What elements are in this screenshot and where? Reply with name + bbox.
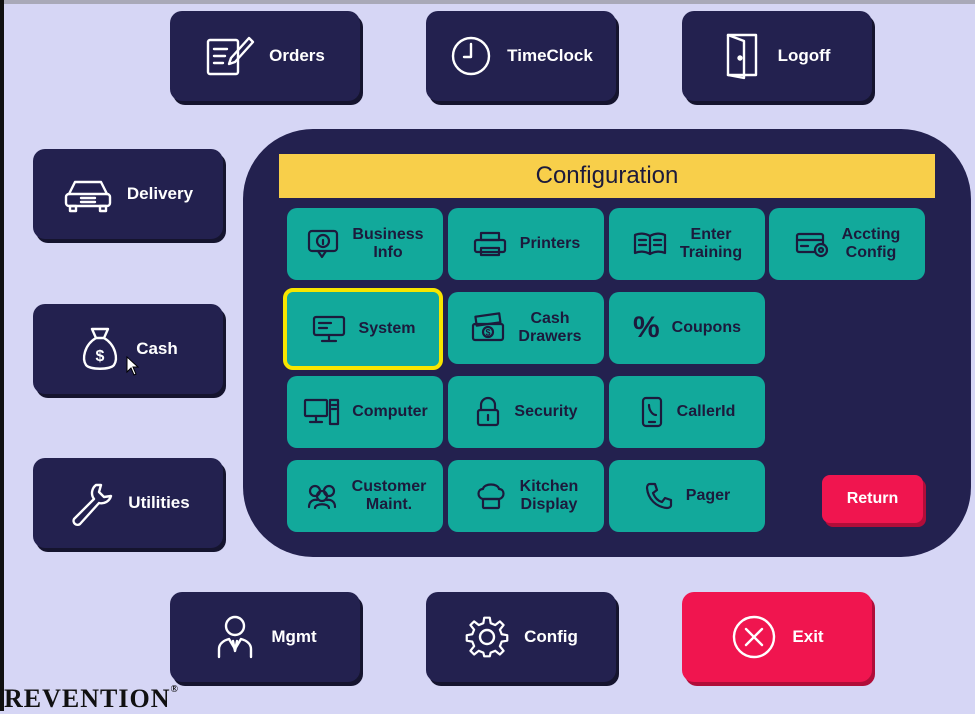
info-bubble-icon xyxy=(306,228,340,260)
window-top-edge xyxy=(0,0,975,4)
security-label: Security xyxy=(514,403,578,420)
people-group-icon xyxy=(304,482,340,510)
logoff-label: Logoff xyxy=(777,46,831,65)
business-info-label: Business Info xyxy=(352,226,424,261)
card-gear-icon xyxy=(794,230,830,258)
pager-label: Pager xyxy=(685,487,731,504)
svg-text:$: $ xyxy=(96,348,105,365)
mouse-cursor-icon xyxy=(126,355,140,381)
svg-text:$: $ xyxy=(486,328,491,338)
delivery-button[interactable]: Delivery xyxy=(33,149,223,239)
customer-maint-tile[interactable]: Customer Maint. xyxy=(287,460,443,532)
config-button[interactable]: Config xyxy=(426,592,616,682)
business-info-tile[interactable]: Business Info xyxy=(287,208,443,280)
accting-config-label: Accting Config xyxy=(841,226,901,261)
callerid-label: CallerId xyxy=(676,403,736,420)
cash-drawer-icon: $ xyxy=(470,312,506,344)
window-left-edge xyxy=(0,0,4,711)
money-bag-icon: $ xyxy=(78,325,122,373)
mgmt-label: Mgmt xyxy=(271,627,317,646)
enter-training-tile[interactable]: Enter Training xyxy=(609,208,765,280)
clock-icon xyxy=(449,34,493,78)
exit-label: Exit xyxy=(792,627,824,646)
utilities-label: Utilities xyxy=(128,493,190,512)
delivery-label: Delivery xyxy=(126,184,194,203)
monitor-icon xyxy=(311,314,347,344)
desktop-computer-icon xyxy=(302,397,340,427)
chef-hat-icon xyxy=(474,479,508,513)
brand-name: REVENTION xyxy=(4,684,171,713)
exit-button[interactable]: Exit xyxy=(682,592,872,682)
pager-tile[interactable]: Pager xyxy=(609,460,765,532)
utilities-button[interactable]: Utilities xyxy=(33,458,223,548)
printer-icon xyxy=(472,230,508,258)
security-tile[interactable]: Security xyxy=(448,376,604,448)
cash-drawers-tile[interactable]: $ Cash Drawers xyxy=(448,292,604,364)
timeclock-button[interactable]: TimeClock xyxy=(426,11,616,101)
computer-label: Computer xyxy=(352,403,428,420)
car-icon xyxy=(63,174,113,214)
gear-icon xyxy=(464,614,510,660)
printers-tile[interactable]: Printers xyxy=(448,208,604,280)
computer-tile[interactable]: Computer xyxy=(287,376,443,448)
cash-label: Cash xyxy=(136,339,178,358)
lock-icon xyxy=(474,396,502,428)
logoff-button[interactable]: Logoff xyxy=(682,11,872,101)
orders-icon xyxy=(205,34,255,78)
timeclock-label: TimeClock xyxy=(507,46,593,65)
registered-mark: ® xyxy=(170,684,179,695)
system-tile[interactable]: System xyxy=(283,288,443,370)
system-label: System xyxy=(358,320,416,337)
kitchen-display-label: Kitchen Display xyxy=(519,478,579,513)
customer-maint-label: Customer Maint. xyxy=(351,478,427,513)
door-exit-icon xyxy=(724,32,764,80)
orders-button[interactable]: Orders xyxy=(170,11,360,101)
mgmt-button[interactable]: Mgmt xyxy=(170,592,360,682)
revention-logo: REVENTION® xyxy=(4,684,179,714)
manager-person-icon xyxy=(213,613,257,661)
return-button[interactable]: Return xyxy=(822,475,923,523)
configuration-title: Configuration xyxy=(279,154,935,198)
printers-label: Printers xyxy=(519,235,581,252)
config-label: Config xyxy=(524,627,578,646)
accting-config-tile[interactable]: Accting Config xyxy=(769,208,925,280)
wrench-icon xyxy=(66,479,114,527)
orders-label: Orders xyxy=(269,46,325,65)
callerid-tile[interactable]: CallerId xyxy=(609,376,765,448)
phone-device-icon xyxy=(639,395,665,429)
book-icon xyxy=(632,231,668,257)
percent-icon: % xyxy=(632,311,660,344)
kitchen-display-tile[interactable]: Kitchen Display xyxy=(448,460,604,532)
handset-icon xyxy=(644,481,674,511)
close-circle-icon xyxy=(730,613,778,661)
enter-training-label: Enter Training xyxy=(679,226,743,261)
cash-button[interactable]: $ Cash xyxy=(33,304,223,394)
coupons-tile[interactable]: % Coupons xyxy=(609,292,765,364)
cash-drawers-label: Cash Drawers xyxy=(518,310,582,345)
coupons-label: Coupons xyxy=(671,319,741,336)
